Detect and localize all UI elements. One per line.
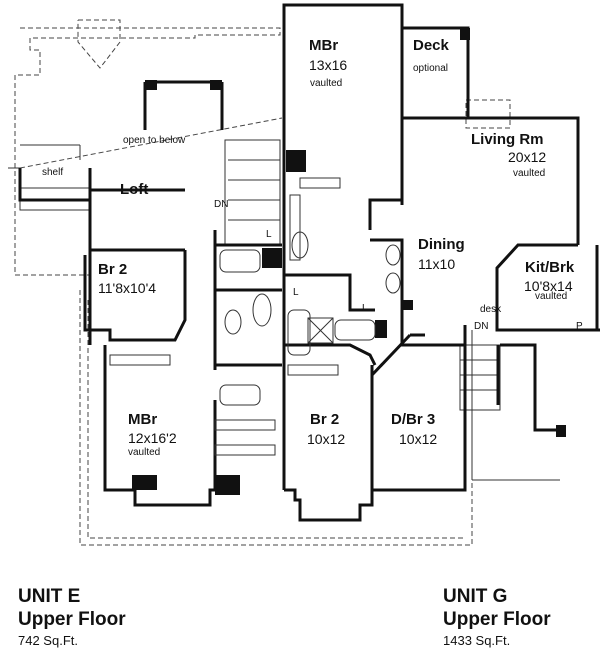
unit-e-floor: Upper Floor: [18, 609, 126, 630]
kitchen-note: vaulted: [535, 291, 568, 302]
unit-g-area: 1433 Sq.Ft.: [443, 633, 511, 648]
unit-g-mbr-note: vaulted: [310, 78, 343, 89]
unit-g-laundry-label-2: L: [362, 303, 368, 314]
thin-lines: [8, 139, 560, 481]
unit-e-laundry-label: L: [266, 229, 272, 240]
living-room-note: vaulted: [513, 168, 546, 179]
kitchen-size: 10'8x14: [524, 278, 573, 294]
unit-e-mbr-note: vaulted: [128, 447, 161, 458]
kitchen-name: Kit/Brk: [525, 259, 575, 276]
fixtures: [109, 177, 401, 456]
deck-note: optional: [413, 63, 449, 74]
unit-e-mbr-name: MBr: [128, 411, 158, 428]
unit-g-mbr-name: MBr: [309, 37, 339, 54]
walls: [18, 3, 600, 522]
living-room-size: 20x12: [508, 149, 547, 165]
pantry-label: P: [576, 321, 583, 332]
desk-label: desk: [480, 304, 502, 315]
unit-g-laundry-label-1: L: [293, 287, 299, 298]
dining-name: Dining: [418, 236, 465, 253]
unit-g-title: UNIT G: [443, 586, 508, 607]
unit-e-stair-dn-label: DN: [214, 199, 229, 210]
unit-g-floor: Upper Floor: [443, 609, 551, 630]
open-to-below-label: open to below: [123, 135, 186, 146]
roof-outline: [14, 19, 511, 546]
unit-e-br2-name: Br 2: [98, 261, 128, 278]
unit-g-mbr-size: 13x16: [309, 57, 348, 73]
deck-name: Deck: [413, 37, 449, 54]
unit-e-title: UNIT E: [18, 586, 81, 607]
living-room-name: Living Rm: [471, 131, 544, 148]
unit-g-stair-dn-label: DN: [474, 321, 489, 332]
unit-g-br2-name: Br 2: [310, 411, 340, 428]
shelf-label: shelf: [42, 167, 64, 178]
unit-e-area: 742 Sq.Ft.: [18, 633, 78, 648]
unit-g-br3-name: D/Br 3: [391, 411, 436, 428]
wall-blocks: [132, 28, 566, 495]
unit-g-br3-size: 10x12: [399, 431, 438, 447]
unit-e-br2-size: 11'8x10'4: [98, 280, 157, 296]
unit-e-mbr-size: 12x16'2: [128, 430, 177, 446]
dining-size: 11x10: [418, 256, 456, 272]
loft-label: Loft: [120, 181, 149, 198]
unit-g-br2-size: 10x12: [307, 431, 346, 447]
